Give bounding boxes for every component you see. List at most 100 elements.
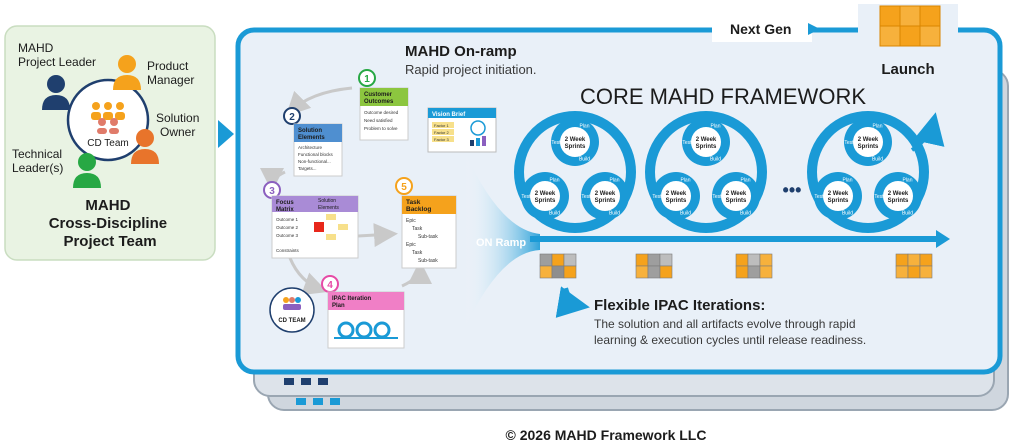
arc-word: Build (609, 210, 620, 216)
arc-word: Plan (902, 178, 912, 184)
copyright: © 2026 MAHD Framework LLC (506, 427, 707, 443)
cube-cluster-icon (735, 253, 773, 279)
cube (735, 265, 749, 279)
arc-word: Plan (872, 124, 882, 130)
arc-word: Plan (579, 124, 589, 130)
arc-word: Build (710, 156, 721, 162)
sprint-label: Sprints (565, 144, 586, 150)
arc-word: Build (902, 210, 913, 216)
svg-text:4: 4 (327, 280, 333, 291)
svg-text:CD TEAM: CD TEAM (278, 318, 305, 324)
sprint-label: Sprints (595, 198, 616, 204)
arc-word: Test (682, 140, 692, 146)
cube (647, 253, 661, 267)
arc-word: Plan (842, 178, 852, 184)
cd-team-label: CD Team (87, 138, 129, 149)
arc-word: Build (680, 210, 691, 216)
core-title: CORE MAHD FRAMEWORK (580, 84, 866, 109)
cube (747, 265, 761, 279)
arc-word: Test (551, 140, 561, 146)
launch-cube-icon (879, 5, 941, 47)
sprint-label: Sprints (696, 144, 717, 150)
arc-word: Build (842, 210, 853, 216)
sprint-label: 2 Week (888, 191, 909, 197)
sprint-label: Sprints (888, 198, 909, 204)
sprint-wheel-center (853, 127, 883, 157)
team-panel: CD Team MAHD Project Leader Product Mana… (4, 25, 216, 261)
sprint-wheel-center (560, 127, 590, 157)
cube (735, 253, 749, 267)
svg-text:Vision Brief: Vision Brief (432, 112, 466, 118)
sprint-wheel-center (530, 181, 560, 211)
cycle-ring (514, 111, 636, 233)
timeline-arrow-icon (936, 230, 950, 248)
vision-target-icon (470, 120, 486, 136)
sprint-wheel-center (590, 181, 620, 211)
arc-word: Plan (710, 124, 720, 130)
cube (759, 265, 773, 279)
cube (647, 265, 661, 279)
project-leader-label: MAHD Project Leader (18, 41, 96, 69)
arc-word: Test (844, 140, 854, 146)
cube (759, 253, 773, 267)
sprint-wheel-center (823, 181, 853, 211)
team-title: MAHD Cross-Discipline Project Team (49, 197, 172, 250)
sprint-label: 2 Week (666, 191, 687, 197)
cube (895, 265, 909, 279)
arc-word: Test (581, 194, 591, 200)
cube (919, 253, 933, 267)
sprint-label: 2 Week (595, 191, 616, 197)
cube-cluster-icon (895, 253, 933, 279)
sprint-label: 2 Week (828, 191, 849, 197)
artifact-cubes (539, 253, 933, 279)
cube (635, 265, 649, 279)
sprint-label: 2 Week (565, 137, 586, 143)
sprint-label: 2 Week (535, 191, 556, 197)
cube (539, 265, 553, 279)
cube (551, 253, 565, 267)
onramp-title: MAHD On-ramp (405, 43, 517, 60)
arc-word: Build (549, 210, 560, 216)
cube (907, 265, 921, 279)
arc-word: Build (872, 156, 883, 162)
panel-arrow-icon (218, 120, 234, 148)
sprint-label: Sprints (535, 198, 556, 204)
iterations-arrow-icon (555, 286, 590, 318)
launch-label: Launch (881, 61, 934, 78)
arc-word: Test (712, 194, 722, 200)
svg-text:2: 2 (289, 112, 295, 123)
svg-text:5: 5 (401, 182, 407, 193)
svg-text:3: 3 (269, 186, 275, 197)
arc-word: Plan (609, 178, 619, 184)
arc-word: Test (814, 194, 824, 200)
sprint-label: 2 Week (858, 137, 879, 143)
arc-word: Test (521, 194, 531, 200)
cycle-ring (645, 111, 767, 233)
sprint-wheel-center (883, 181, 913, 211)
sprint-label: 2 Week (696, 137, 717, 143)
sprint-label: Sprints (666, 198, 687, 204)
technical-leader-label: Technical Leader(s) (12, 147, 65, 175)
arc-word: Plan (740, 178, 750, 184)
sprint-wheel-center (691, 127, 721, 157)
